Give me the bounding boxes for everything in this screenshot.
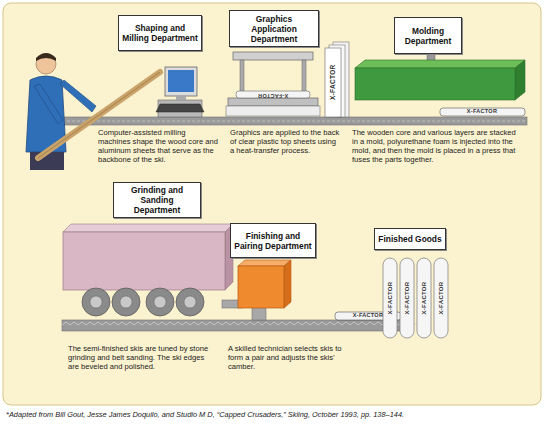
department-box: Graphics Application Department [229,10,319,47]
ski-brand-text: X-FACTOR [330,50,337,114]
description-text: Graphics are applied to the back of clea… [230,128,342,155]
description-text: The wooden core and various layers are s… [352,128,520,164]
ski-brand-text: X-FACTOR [243,92,303,98]
ski-brand-text: X-FACTOR [404,266,410,330]
department-box: Molding Department [394,17,462,54]
department-box: Grinding and Sanding Department [113,182,201,218]
ski-brand-text: X-FACTOR [438,266,444,330]
department-title: Finished Goods [375,233,444,245]
ski-brand-text: X-FACTOR [452,109,512,115]
department-title: Finishing and Pairing Department [231,230,315,252]
department-box: Shaping and Milling Department [118,15,202,51]
description-text: A skilled technician selects skis to for… [228,344,348,371]
source-footnote: *Adapted from Bill Gout, Jesse James Doq… [6,410,540,419]
department-box: Finishing and Pairing Department [230,223,316,258]
department-box: Finished Goods [374,228,446,250]
department-title: Shaping and Milling Department [119,22,201,44]
description-text: The semi-finished skis are tuned by ston… [68,344,214,371]
ski-brand-text: X-FACTOR [387,266,393,330]
department-title: Molding Department [395,25,461,47]
description-text: Computer-assisted milling machines shape… [98,128,218,164]
ski-brand-text: X-FACTOR [421,266,427,330]
department-title: Grinding and Sanding Department [114,184,200,216]
department-title: Graphics Application Department [230,13,318,45]
